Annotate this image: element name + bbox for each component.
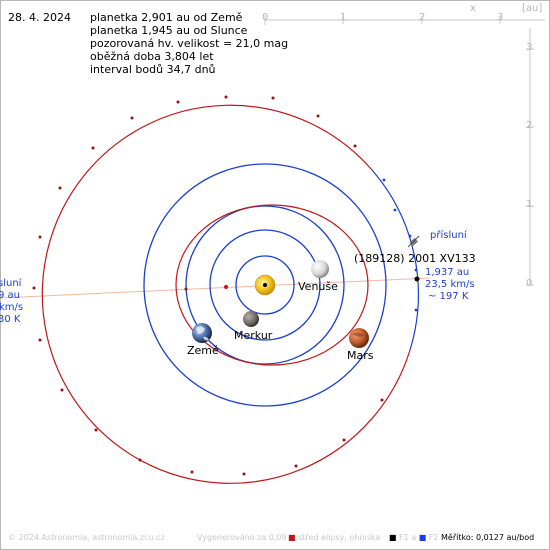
- asteroid-orbit: [41, 104, 419, 484]
- sun-distance-line: planetka 1,945 au od Slunce: [90, 24, 248, 37]
- perihelion-temp: ~ 197 K: [428, 291, 469, 302]
- perihelion-label: přísluní: [430, 230, 467, 241]
- legend-ellipse: ■ střed elipsy, ohniska ■ F1 a ■ F2: [288, 533, 439, 542]
- copyright[interactable]: © 2024 Astronomia, astronomia.zcu.cz: [8, 533, 165, 542]
- info-block: planetka 2,901 au od Země planetka 1,945…: [90, 11, 288, 76]
- asteroid-position[interactable]: [414, 276, 420, 282]
- apse-line: [0, 277, 431, 299]
- y-tick-label: 0: [526, 278, 533, 289]
- asteroid-name: (189128) 2001 XV133: [354, 252, 476, 265]
- f2-marker: ■: [418, 533, 427, 542]
- perihelion-distance: 1,937 au: [425, 267, 470, 278]
- aphelion-distance: 9 au: [0, 290, 21, 301]
- ellipse-center-label: střed elipsy, ohniska: [298, 533, 381, 542]
- ellipse-center-marker: ■: [288, 533, 296, 542]
- sun: [254, 274, 276, 296]
- mars-label: Mars: [347, 349, 374, 362]
- axes: [264, 15, 545, 286]
- mars-orbit: [143, 163, 387, 407]
- mercury-orbit: [235, 255, 295, 315]
- mercury-body[interactable]: [243, 311, 259, 327]
- earth-body[interactable]: [192, 323, 212, 343]
- perihelion-details: 1,937 au 23,5 km/s ~ 197 K: [425, 267, 475, 303]
- orbit-points: [32, 95, 384, 476]
- asteroid-inner-arc: [175, 204, 369, 366]
- x-axis-label: x: [470, 3, 476, 14]
- far-orbit-points: [382, 178, 418, 312]
- y-tick-label: 3: [526, 42, 533, 53]
- magnitude-line: pozorovaná hv. velikost = 21,0 mag: [90, 37, 289, 50]
- earth-orbit: [185, 205, 345, 365]
- f1-marker: ■: [388, 533, 397, 542]
- y-tick-label: 1: [526, 199, 533, 210]
- asteroid-orbit-near-arc: [41, 104, 411, 484]
- period-line: oběžná doba 3,804 let: [90, 50, 214, 63]
- x-tick-label: 2: [419, 12, 426, 23]
- venus-body[interactable]: [311, 260, 329, 278]
- f2-label: F2: [428, 533, 439, 542]
- aphelion-label: sluní: [0, 278, 22, 289]
- x-tick-label: 0: [262, 12, 269, 23]
- unit-label: [au]: [522, 3, 543, 14]
- scale-label: Měřítko: 0,0127 au/bod: [441, 533, 535, 542]
- x-tick-label: 3: [497, 12, 504, 23]
- generated-time: Vygenerováno za 0,09 s: [197, 533, 294, 542]
- planet-orbits: [143, 163, 387, 407]
- venus-orbit: [209, 229, 321, 341]
- interval-line: interval bodů 34,7 dnů: [90, 63, 216, 76]
- earth-distance-line: planetka 2,901 au od Země: [90, 11, 243, 24]
- asteroid-orbit-far-arc: [371, 169, 419, 351]
- earth-label: Země: [187, 344, 219, 357]
- a-label: a: [411, 533, 417, 542]
- venus-label: Venuše: [298, 280, 338, 293]
- aphelion-speed: km/s: [0, 302, 24, 313]
- aphelion-temp: 30 K: [0, 314, 21, 325]
- mercury-label: Merkur: [234, 329, 273, 342]
- f1-label: F1: [398, 533, 409, 542]
- current-date: 28. 4. 2024: [8, 11, 71, 24]
- x-tick-label: 1: [340, 12, 347, 23]
- mars-body[interactable]: [349, 328, 369, 348]
- y-tick-label: 2: [526, 120, 533, 131]
- perihelion-info: přísluní: [430, 230, 467, 242]
- aphelion-details: sluní 9 au km/s 30 K: [0, 278, 23, 326]
- perihelion-speed: 23,5 km/s: [425, 279, 475, 290]
- asteroid-marker-icon[interactable]: [407, 235, 420, 248]
